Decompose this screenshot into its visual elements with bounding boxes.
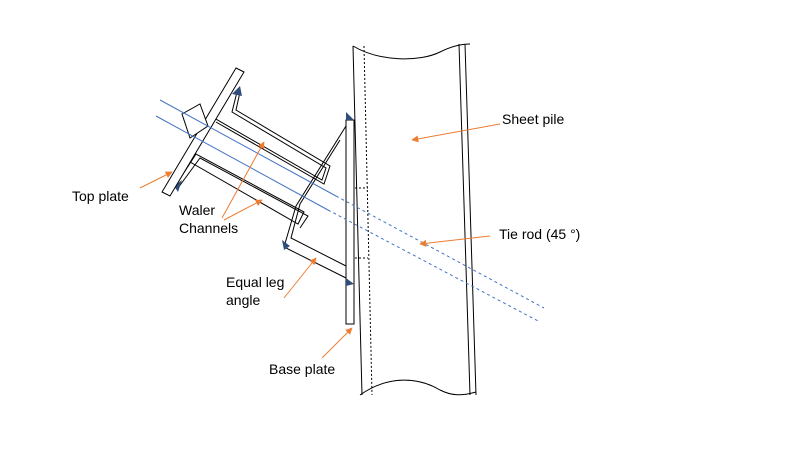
label-base-plate: Base plate [269, 361, 335, 377]
top-plate [161, 67, 245, 197]
sheet-pile [352, 43, 477, 396]
sheet-pile-dotted-line [363, 45, 373, 396]
tie-rod [155, 99, 545, 323]
label-top-plate: Top plate [72, 188, 129, 204]
leader-waler-2 [223, 199, 263, 221]
leader-sheet-pile [411, 123, 501, 143]
base-plate-weld-top [346, 112, 354, 120]
leader-tie-rod [419, 235, 491, 247]
label-angle-line1: Equal leg [226, 274, 284, 290]
leader-top-plate [139, 171, 173, 189]
label-angle-line2: angle [226, 292, 260, 308]
waler-weld-top [232, 86, 242, 96]
label-waler-line1: Waler [179, 202, 215, 218]
leader-lines [139, 123, 501, 359]
waler-weld-bottom [174, 180, 182, 192]
label-sheet-pile: Sheet pile [502, 111, 564, 127]
sheet-pile-right-edge-2 [464, 43, 477, 396]
leader-angle [283, 257, 317, 299]
leader-waler-1 [221, 141, 265, 219]
label-tie-rod: Tie rod (45 °) [499, 226, 580, 242]
sheet-pile-top-break [352, 43, 471, 60]
label-waler-line2: Channels [179, 220, 238, 236]
sheet-pile-bottom-break [359, 379, 477, 396]
leader-base-plate [321, 327, 353, 359]
angle-weld [282, 240, 290, 250]
sheet-pile-right-edge-1 [458, 43, 471, 396]
base-plate-weld-bottom [346, 278, 354, 286]
sheet-pile-left-edge [352, 45, 363, 396]
